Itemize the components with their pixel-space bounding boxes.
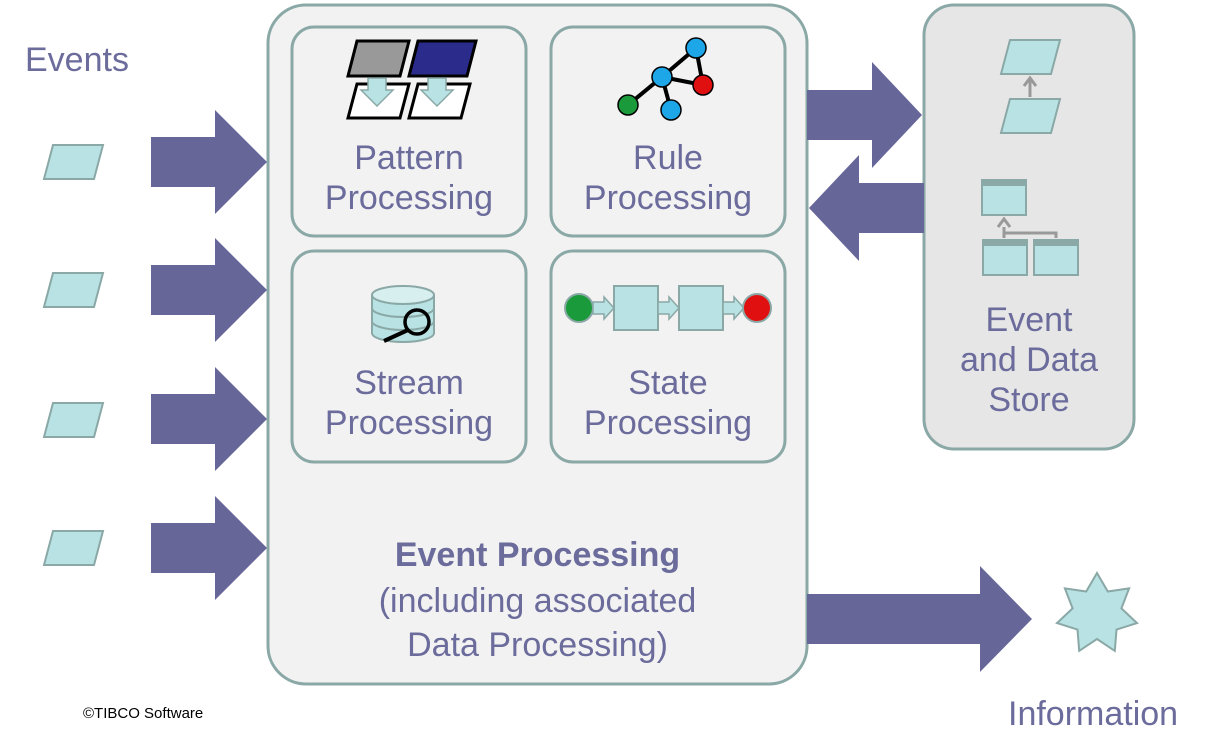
arrow-from-store [809,155,924,261]
state-processing-line2: Processing [583,404,753,443]
input-arrow-2 [151,238,267,342]
store-label-line2: and Data [960,341,1098,380]
input-arrow-1 [151,110,267,214]
event-processing-subtitle-line2: Data Processing) [407,626,668,664]
arrow-to-store [807,62,922,168]
stream-processing-label: Stream Processing [292,363,526,443]
pattern-processing-label: Pattern Processing [292,138,526,218]
rule-processing-line2: Processing [583,179,753,218]
rule-processing-line1: Rule [633,139,703,177]
information-label: Information [1008,695,1179,733]
pattern-processing-box [290,25,528,238]
information-star-icon [1055,571,1139,653]
rule-processing-label: Rule Processing [551,138,785,218]
pattern-matching-icon [346,39,478,120]
event-data-store-label: Event and Data Store [924,300,1134,420]
input-arrow-4 [151,496,267,600]
output-arrow [807,566,1032,672]
rule-network-icon [617,37,714,121]
rule-processing-box [549,25,787,238]
event-processing-title: Event Processing [394,536,681,574]
stream-processing-box [290,249,528,464]
event-icon-1 [42,144,105,180]
stream-database-search-icon [371,285,435,343]
state-processing-line1: State [628,364,708,402]
event-icon-3 [42,402,105,438]
store-event-stack-icon [999,39,1062,134]
events-label: Events [25,41,129,79]
input-arrow-3 [151,367,267,471]
store-data-hierarchy-icon [981,179,1079,276]
store-label-line1: Event [985,301,1073,339]
pattern-processing-line1: Pattern [354,139,464,177]
event-icon-4 [42,530,105,566]
stream-processing-line2: Processing [324,404,494,443]
pattern-processing-line2: Processing [324,179,494,218]
state-flow-icon [564,285,772,331]
copyright-text: ©TIBCO Software [83,705,204,722]
event-processing-subtitle-line1: (including associated [378,582,697,620]
state-processing-label: State Processing [551,363,785,443]
event-icon-2 [42,272,105,308]
store-label-line3: Store [988,381,1070,420]
stream-processing-line1: Stream [354,364,464,402]
